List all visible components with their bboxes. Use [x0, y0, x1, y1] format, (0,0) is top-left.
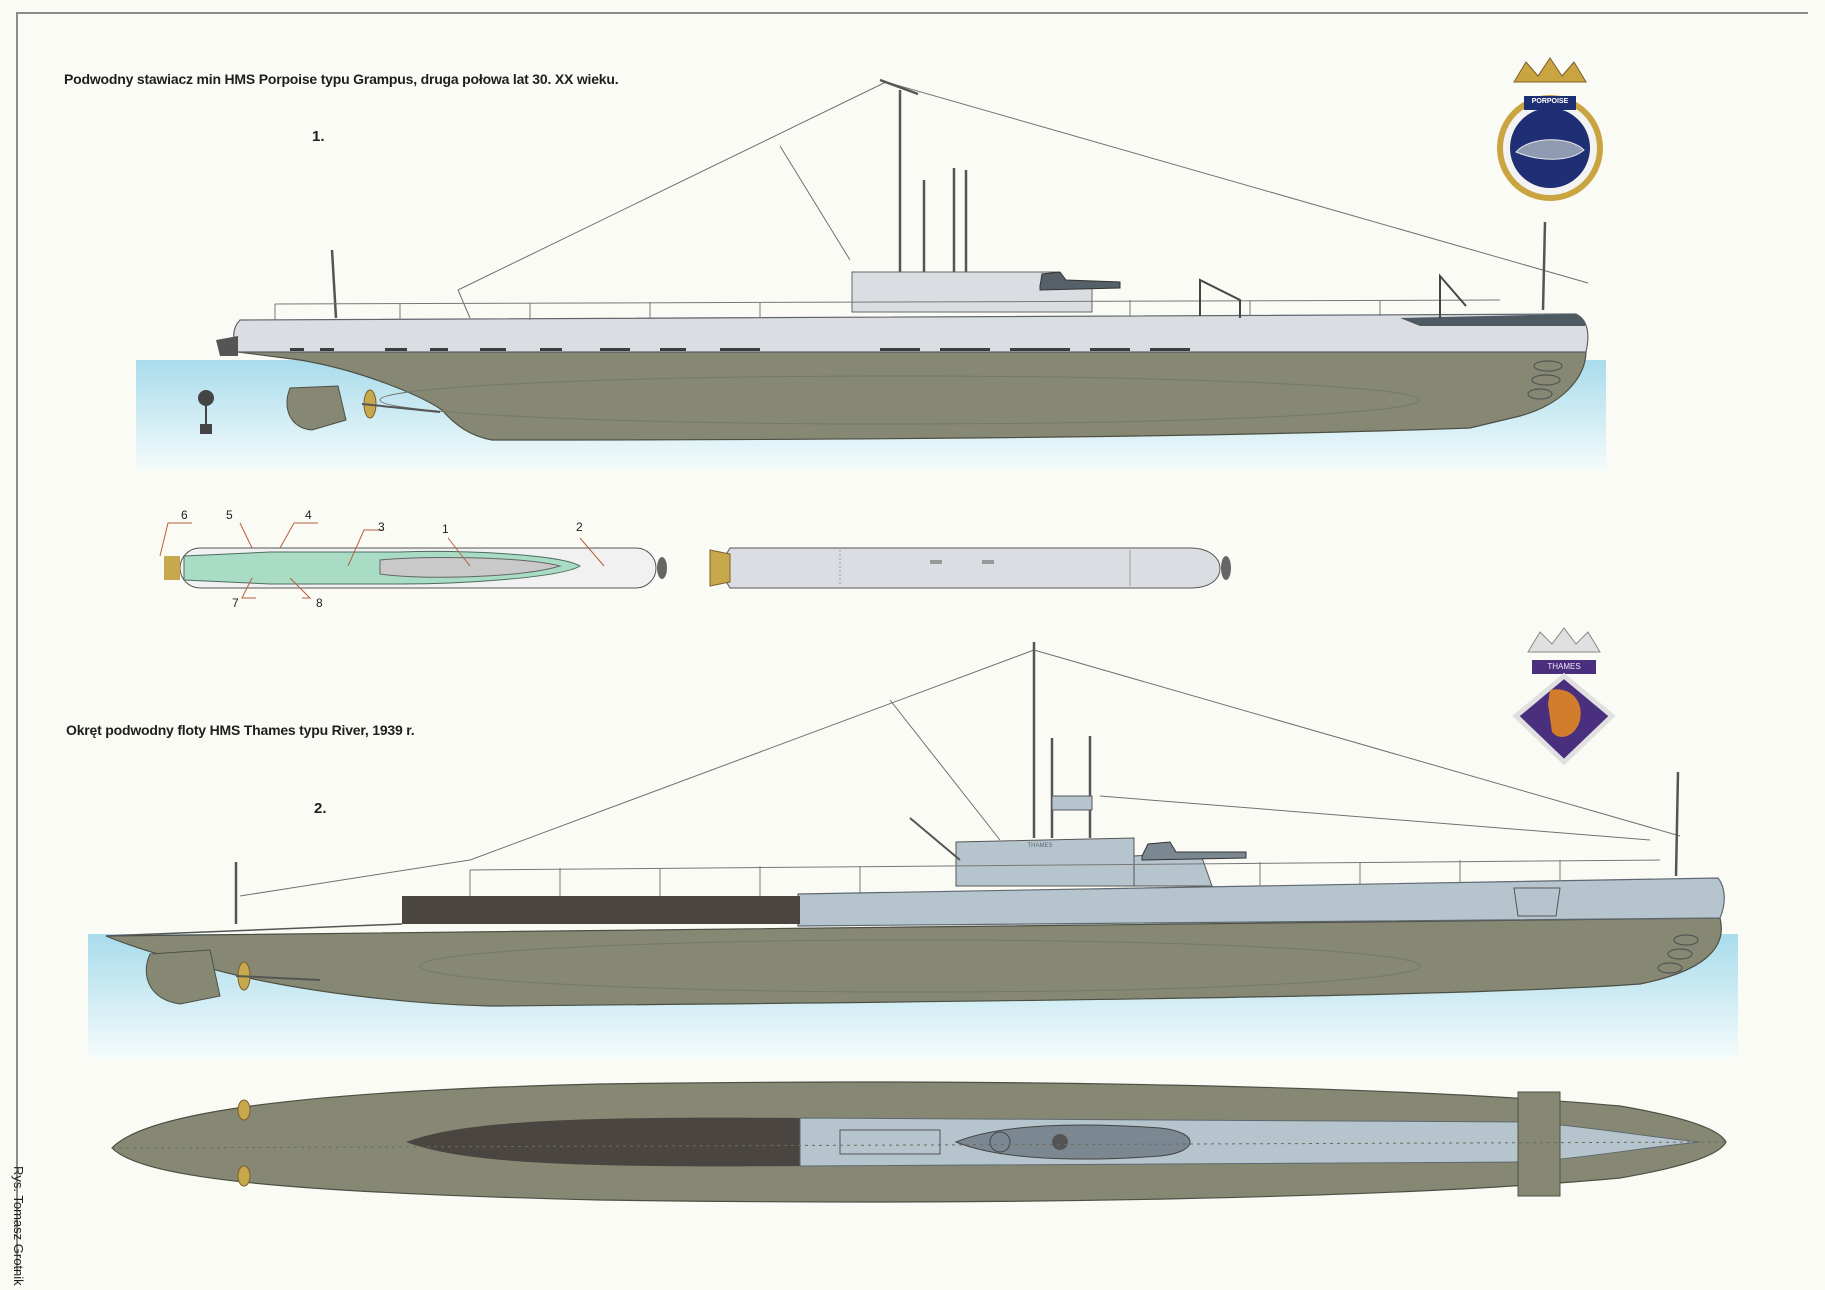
thames-deck-gun: [1141, 841, 1247, 861]
thames-bow-plane: [1513, 887, 1561, 917]
thames-rudder: [145, 949, 221, 1005]
thames-plan-dark-casing: [406, 1117, 800, 1167]
thames-caption: Okręt podwodny floty HMS Thames typu Riv…: [66, 722, 415, 738]
porpoise-vent-openings: [290, 348, 1190, 351]
thames-plan-propellers: [237, 1099, 251, 1187]
thames-upper-hull: [797, 877, 1725, 927]
porpoise-submarine-profile: [136, 78, 1606, 470]
thames-submarine-profile: [88, 642, 1738, 1058]
porpoise-rudder: [286, 385, 347, 431]
mine-callout-5: 5: [226, 508, 233, 522]
thames-hull-plating-line: [419, 939, 1421, 993]
porpoise-bow-dark-patch: [1400, 314, 1586, 326]
porpoise-stern-mine-rail: [216, 336, 238, 356]
figure-2-number: 2.: [314, 800, 327, 817]
porpoise-badge-label: PORPOISE: [1531, 98, 1569, 105]
thames-rigging: [239, 649, 1681, 897]
mine-callout-4: 4: [305, 508, 312, 522]
thames-hull-marking: THAMES: [1027, 843, 1053, 849]
porpoise-upper-hull: [233, 313, 1589, 353]
thames-plan-view: [111, 1081, 1727, 1203]
mine-callout-lines: [159, 522, 605, 599]
frame-left-border: [16, 12, 18, 1274]
porpoise-caption: Podwodny stawiacz min HMS Porpoise typu …: [64, 71, 619, 87]
porpoise-masts: [330, 78, 1547, 319]
porpoise-deck-gun: [1039, 271, 1121, 291]
porpoise-hull-plating-line: [379, 375, 1421, 425]
thames-masts: [234, 642, 1680, 924]
porpoise-bow-torpedo-tubes: [1527, 360, 1563, 400]
mine-cutaway-drawing: [159, 522, 667, 599]
porpoise-deck-rail: [274, 299, 1501, 320]
mine-callout-7: 7: [232, 596, 239, 610]
porpoise-ship-badge: [1497, 57, 1603, 201]
porpoise-propeller-shaft: [361, 403, 441, 413]
thames-deck-rail: [469, 859, 1661, 896]
figure-1-number: 1.: [312, 128, 325, 145]
thames-plan-bridge: [954, 1124, 1191, 1160]
mine-callout-1: 1: [442, 522, 449, 536]
mine-callout-6: 6: [181, 508, 188, 522]
mine-callout-3: 3: [378, 520, 385, 534]
porpoise-rigging: [457, 81, 1589, 319]
frame-top-border: [18, 12, 1808, 14]
illustrator-credit: Rys. Tomasz Grotnik: [11, 1166, 26, 1286]
porpoise-davits: [1199, 273, 1467, 318]
thames-crane: [909, 817, 961, 861]
thames-dark-deck-section: [402, 896, 800, 924]
mine-callout-2: 2: [576, 520, 583, 534]
thames-plan-light-casing: [799, 1117, 1701, 1167]
thames-badge-label: THAMES: [1547, 662, 1581, 671]
thames-plan-fore-plane: [1517, 1091, 1561, 1197]
mine-callout-8: 8: [316, 596, 323, 610]
mine-exterior-drawing: [709, 547, 1231, 589]
thames-ship-badge: [1512, 627, 1616, 766]
thames-bow-torpedo-tubes: [1657, 934, 1699, 974]
